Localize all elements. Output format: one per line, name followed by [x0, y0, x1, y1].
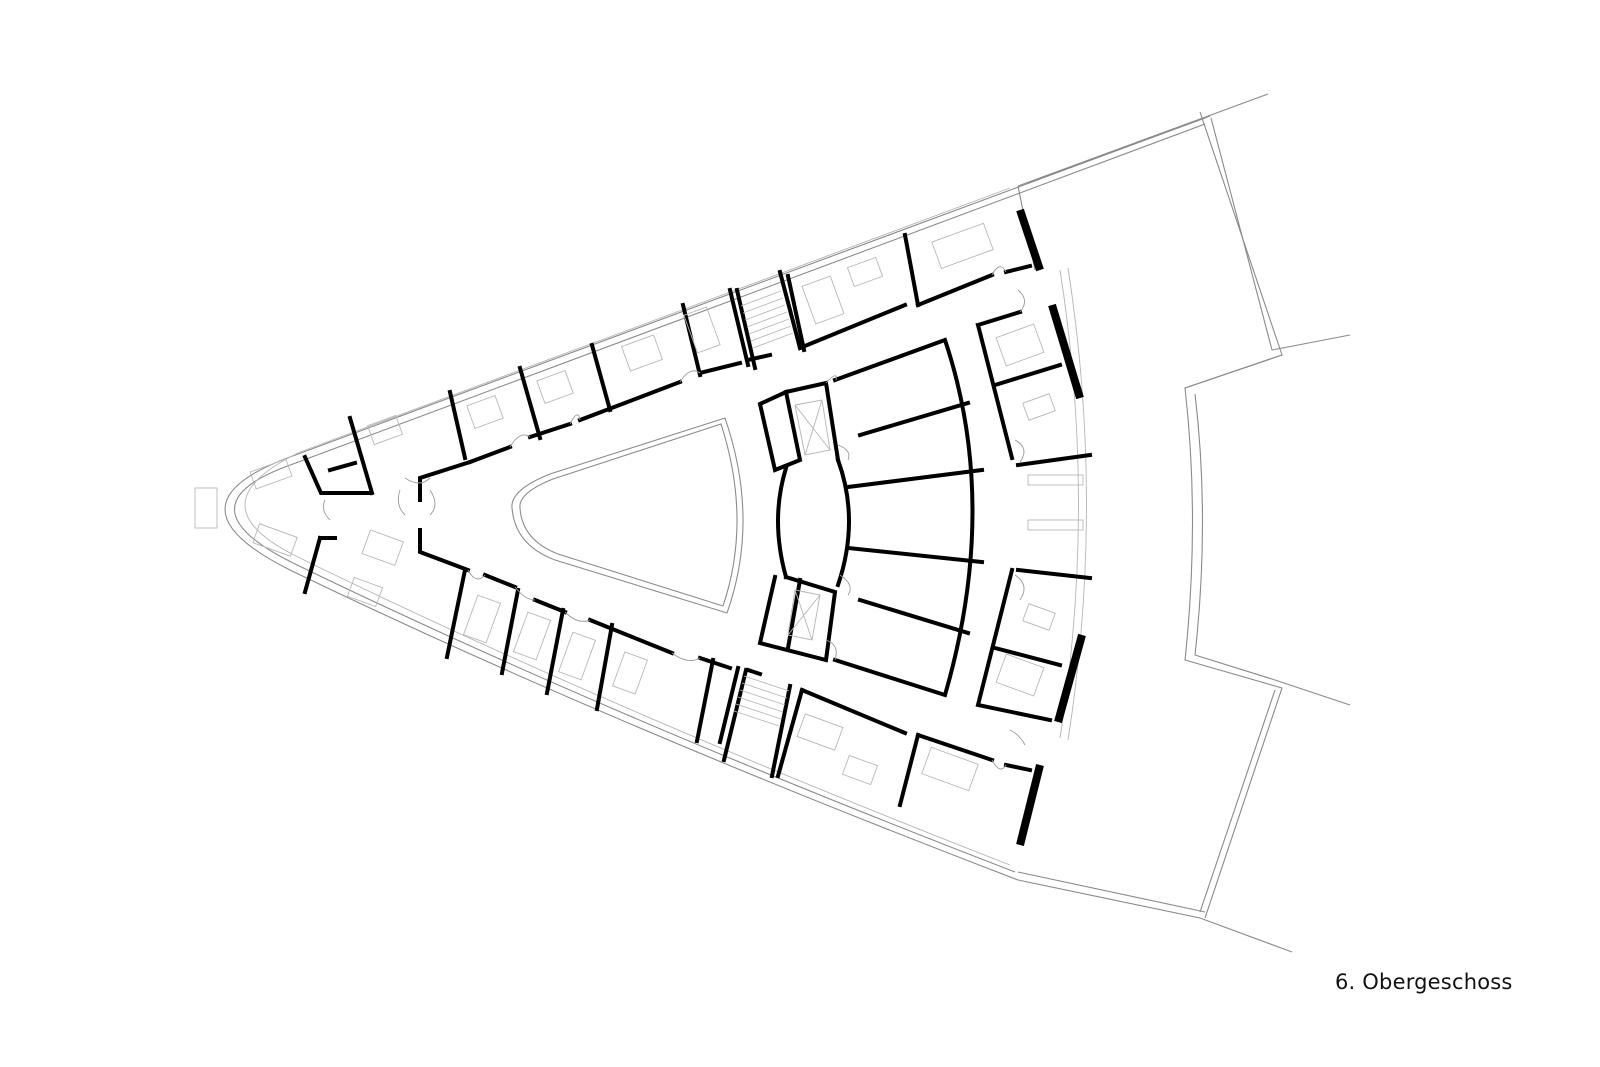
building-envelope — [224, 115, 1211, 881]
structural-walls — [302, 232, 1033, 808]
furniture — [194, 222, 1084, 792]
east-wing-rooms — [975, 309, 1093, 723]
terrace-outline — [1017, 93, 1351, 953]
stair-north — [740, 290, 794, 349]
atrium-void — [511, 417, 744, 614]
floor-label: 6. Obergeschoss — [1335, 970, 1513, 994]
central-core — [757, 337, 985, 698]
door-swings — [322, 266, 1026, 770]
stair-south — [733, 675, 790, 727]
facade-shear-walls — [1016, 208, 1086, 846]
